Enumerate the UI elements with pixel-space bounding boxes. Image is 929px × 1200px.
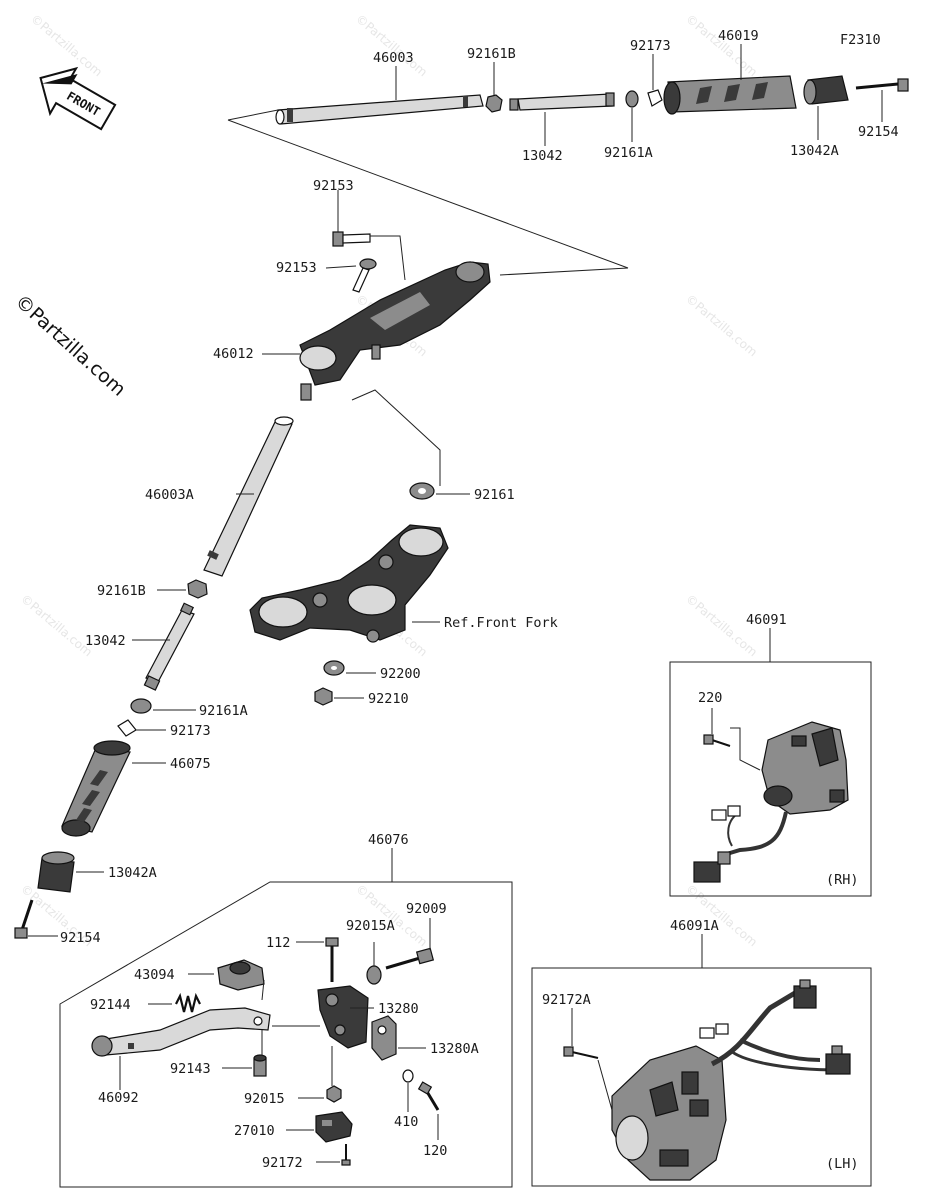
callout-92210: 92210 xyxy=(368,691,409,707)
lh-label: (LH) xyxy=(826,1156,859,1172)
ref-front-fork-label: Ref.Front Fork xyxy=(444,615,558,631)
callout-92161a: 92161A xyxy=(604,145,653,161)
callout-46075: 46075 xyxy=(170,756,211,772)
clip-92173-left xyxy=(117,719,137,737)
callout-43094: 43094 xyxy=(134,967,175,983)
callout-92161b: 92161B xyxy=(467,46,516,62)
end-weight-13042a-top xyxy=(803,75,849,105)
callout-46003: 46003 xyxy=(373,50,414,66)
assembly-line xyxy=(227,109,279,121)
figure-code: F2310 xyxy=(840,32,881,48)
callout-13280: 13280 xyxy=(378,1001,419,1017)
callout-46091: 46091 xyxy=(746,612,787,628)
callout-92172: 92172 xyxy=(262,1155,303,1171)
nut-92161b-left xyxy=(187,579,208,599)
callout-92161: 92161 xyxy=(474,487,515,503)
nut-92015 xyxy=(326,1085,342,1103)
callout-46076: 46076 xyxy=(368,832,409,848)
clip-92173-top xyxy=(647,89,663,107)
callout-92153: 92153 xyxy=(313,178,354,194)
grip-46019 xyxy=(663,75,797,115)
bolt-92009 xyxy=(385,947,435,970)
callout-120: 120 xyxy=(423,1143,447,1159)
washer-410 xyxy=(402,1069,414,1083)
bolt-92154-left xyxy=(14,899,34,939)
callout-92154-left: 92154 xyxy=(60,930,101,946)
watermark: ©Partzilla.com xyxy=(683,882,760,950)
watermark: ©Partzilla.com xyxy=(28,12,105,80)
clutch-lever-46092 xyxy=(91,1007,271,1057)
clamp-13280a xyxy=(371,1015,397,1061)
lever-assembly-frame xyxy=(59,881,513,1188)
bolt-92154-top xyxy=(855,78,909,92)
watermark: ©Partzilla.com xyxy=(18,592,95,660)
callout-112: 112 xyxy=(266,935,290,951)
callout-92161a-left: 92161A xyxy=(199,703,248,719)
callout-92172a: 92172A xyxy=(542,992,591,1008)
upper-fork-bracket xyxy=(249,524,449,643)
bolt-112 xyxy=(325,937,339,982)
nut-92210 xyxy=(314,687,333,706)
callout-92154: 92154 xyxy=(858,124,899,140)
rh-switch-housing xyxy=(693,721,849,883)
grip-46075 xyxy=(61,740,131,837)
switch-27010 xyxy=(315,1111,353,1143)
callout-46012: 46012 xyxy=(213,346,254,362)
end-weight-13042a-left xyxy=(37,851,75,893)
washer-92161a-top xyxy=(625,90,639,108)
screw-92172a xyxy=(563,1046,599,1059)
callout-13042a-left: 13042A xyxy=(108,865,157,881)
callout-92173-left: 92173 xyxy=(170,723,211,739)
callout-13042: 13042 xyxy=(522,148,563,164)
callout-220: 220 xyxy=(698,690,722,706)
handlebar-pipe-top xyxy=(275,94,484,125)
callout-13042-left: 13042 xyxy=(85,633,126,649)
handlebar-pipe-46003a xyxy=(203,416,294,577)
lh-switch-housing xyxy=(611,979,851,1181)
collar-92143 xyxy=(253,1054,267,1077)
callout-92161b-left: 92161B xyxy=(97,583,146,599)
callout-46003a: 46003A xyxy=(145,487,194,503)
washer-92161a-left xyxy=(130,698,152,714)
callout-92173: 92173 xyxy=(630,38,671,54)
handlebar-holder-46012 xyxy=(299,261,491,401)
watermark: ©Partzilla.com xyxy=(683,292,760,360)
spring-92144 xyxy=(175,992,201,1013)
bolt-92153-b xyxy=(352,258,377,293)
rh-label: (RH) xyxy=(826,872,859,888)
callout-410: 410 xyxy=(394,1114,418,1130)
weight-13042-left xyxy=(143,602,195,691)
screw-220 xyxy=(703,734,731,747)
washer-92015a xyxy=(366,965,382,985)
callout-27010: 27010 xyxy=(234,1123,275,1139)
callout-46092: 46092 xyxy=(98,1090,139,1106)
callout-46091a: 46091A xyxy=(670,918,719,934)
assembly-line xyxy=(227,119,629,269)
partzilla-brand: ©Partzilla.com xyxy=(11,290,130,400)
weight-13042-top xyxy=(509,92,615,111)
callout-46019: 46019 xyxy=(718,28,759,44)
callout-13280a: 13280A xyxy=(430,1041,479,1057)
adjuster-43094 xyxy=(217,959,265,991)
lever-holder-13280 xyxy=(317,985,369,1049)
bolt-120 xyxy=(417,1081,440,1111)
front-arrow-icon: FRONT xyxy=(39,66,117,131)
callout-92200: 92200 xyxy=(380,666,421,682)
callout-92015: 92015 xyxy=(244,1091,285,1107)
callout-92143: 92143 xyxy=(170,1061,211,1077)
watermark: ©Partzilla.com xyxy=(353,12,430,80)
callout-92009: 92009 xyxy=(406,901,447,917)
callout-92144: 92144 xyxy=(90,997,131,1013)
callout-92153: 92153 xyxy=(276,260,317,276)
watermark: ©Partzilla.com xyxy=(683,12,760,80)
callout-92015a: 92015A xyxy=(346,918,395,934)
callout-13042a: 13042A xyxy=(790,143,839,159)
assembly-line xyxy=(499,267,629,276)
nut-92161b-top xyxy=(485,94,503,113)
bolt-92153-a xyxy=(332,231,371,247)
screw-92172 xyxy=(341,1144,351,1166)
